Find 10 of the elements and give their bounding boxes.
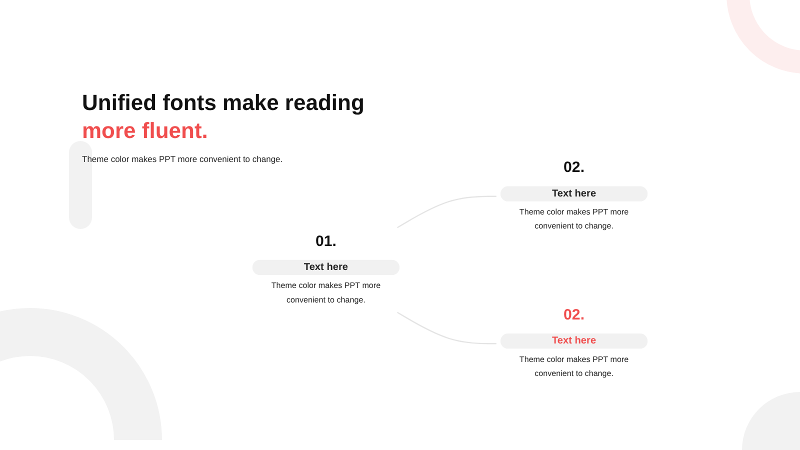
subtitle: Theme color makes PPT more convenient to change.	[82, 154, 283, 164]
node-label: Theme color makes PPT more convenient to change.	[271, 281, 381, 304]
node-label: Theme color makes PPT more convenient to change.	[519, 354, 629, 378]
node-label: 02.	[564, 159, 585, 176]
node-label: 02.	[564, 306, 585, 324]
node-label: Theme color makes PPT more convenient to change.	[519, 207, 629, 231]
connector	[397, 312, 496, 344]
node-label: 01.	[315, 232, 336, 250]
title: Unified fonts make reading more fluent.	[82, 89, 364, 145]
connector	[397, 196, 496, 228]
